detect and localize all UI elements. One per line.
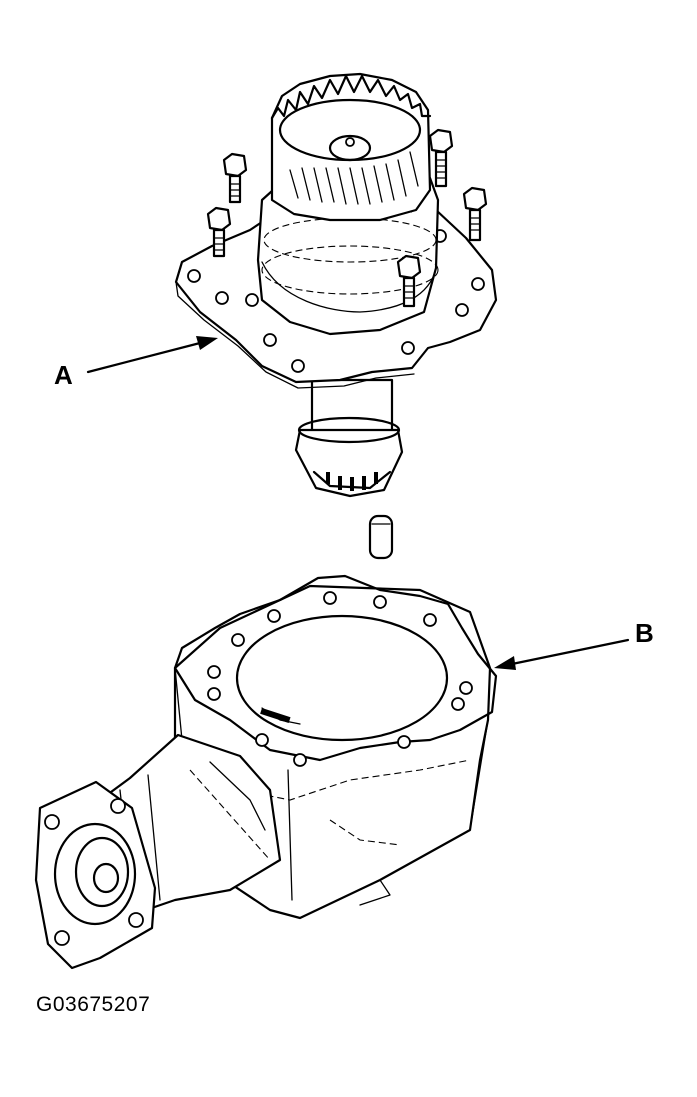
transfer-housing xyxy=(34,574,498,970)
leader-arrow-a xyxy=(86,336,218,374)
transfer-gear-assembly xyxy=(174,72,498,498)
flange-bolt xyxy=(396,254,422,308)
flange-bolt xyxy=(206,206,232,258)
flange-bolt xyxy=(222,152,248,204)
leader-arrow-b xyxy=(494,638,630,670)
flange-bolt xyxy=(428,128,454,188)
figure-code: G03675207 xyxy=(36,993,151,1016)
flange-bolt xyxy=(462,186,488,242)
callout-a: A xyxy=(54,360,73,390)
callout-b: B xyxy=(635,618,654,648)
dowel-pin xyxy=(368,514,394,560)
tapered-bearing xyxy=(294,416,404,498)
drive-gear xyxy=(270,72,432,222)
